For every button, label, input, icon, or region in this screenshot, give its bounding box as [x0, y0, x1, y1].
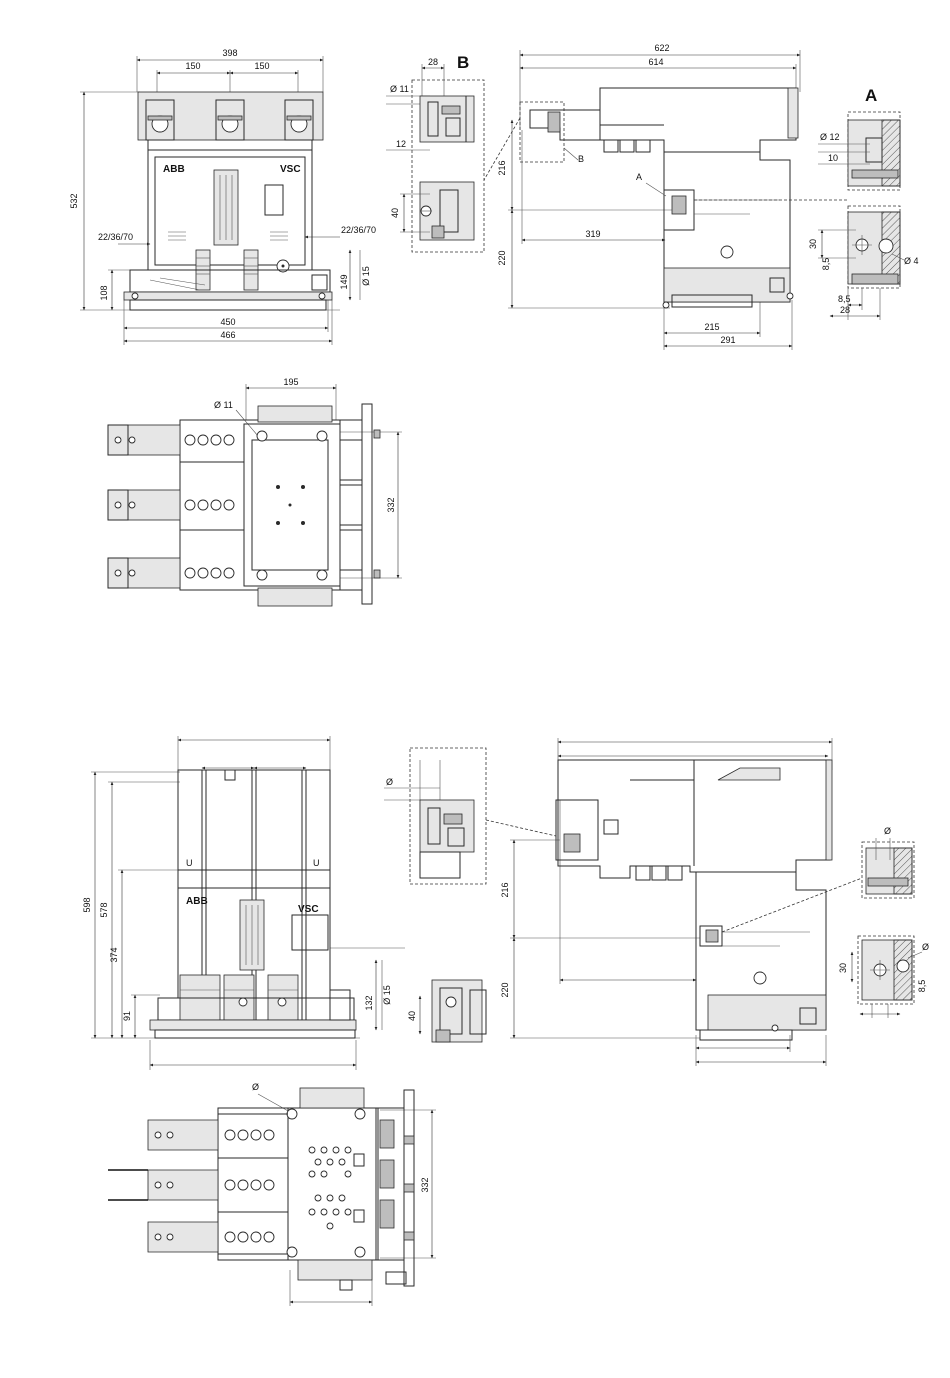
detail-b-offset: 12 — [396, 139, 406, 149]
dim-length-body: 614 — [648, 57, 663, 67]
logo-brand: ABB — [163, 164, 185, 175]
top-side-view: 622 614 216 220 319 215 291 — [484, 43, 848, 350]
detail-b-diameter: Ø 11 — [390, 84, 409, 94]
bottom-marker-u-left: U — [186, 858, 193, 868]
dim-height-overall: 532 — [69, 193, 79, 208]
detail-a-dim-8-5-left: 8,5 — [821, 258, 831, 271]
dim-depth-291: 291 — [720, 335, 735, 345]
dim-hole-diameter: Ø 15 — [361, 266, 371, 286]
dim-height-lower: 220 — [497, 250, 507, 265]
bottom-detail-a-dim-8-5: 8,5 — [917, 980, 927, 993]
detail-a-dim-28: 28 — [840, 305, 850, 315]
bottom-side-view: 216 220 — [500, 738, 862, 1066]
logo-model-bottom: VSC — [298, 904, 319, 915]
dim-hole-diameter-bottom: Ø 15 — [382, 985, 392, 1005]
bottom-detail-a-diameter-top: Ø — [884, 826, 891, 836]
bottom-detail-b-height: 40 — [407, 1011, 417, 1021]
top-detail-a: A Ø 12 10 30 8,5 Ø 4 8,5 28 — [808, 86, 919, 320]
plan-terminal-arms — [108, 425, 180, 588]
bottom-detail-a: Ø 30 Ø 8,5 — [838, 826, 929, 1018]
bottom-detail-b-diameter: Ø — [386, 777, 393, 787]
dim-side-left: 22/36/70 — [98, 232, 133, 242]
dim-pitch-left: 150 — [185, 61, 200, 71]
bottom-front-view: 598 578 374 91 132 Ø 15 U U ABB VSC — [82, 736, 405, 1070]
detail-a-diameter-12: Ø 12 — [820, 132, 840, 142]
detail-a-dim-8-5-bottom: 8,5 — [838, 294, 851, 304]
dim-length-overall: 622 — [654, 43, 669, 53]
bottom-plan-hole-matrix — [309, 1147, 351, 1229]
callout-a: A — [636, 172, 642, 182]
dim-height-91: 91 — [122, 1011, 132, 1021]
bottom-dim-height-lower: 220 — [500, 982, 510, 997]
bottom-detail-b: Ø 40 — [384, 748, 556, 1042]
dim-pitch-right: 150 — [254, 61, 269, 71]
dim-overall-width: 466 — [220, 330, 235, 340]
detail-b-height: 40 — [390, 208, 400, 218]
plan-diameter: Ø 11 — [214, 400, 233, 410]
bottom-plan-view: Ø 332 — [108, 1082, 436, 1306]
bottom-plan-terminal-arms — [108, 1120, 218, 1252]
top-plan-view: 195 Ø 11 332 — [108, 377, 402, 606]
detail-label-b: B — [457, 53, 469, 72]
plan-height: 332 — [386, 497, 396, 512]
top-detail-b: B 28 Ø 11 12 40 — [386, 53, 484, 252]
dim-base-height: 108 — [99, 285, 109, 300]
detail-a-diameter-4: Ø 4 — [904, 256, 919, 266]
plan-width: 195 — [283, 377, 298, 387]
bottom-marker-u-right: U — [313, 858, 320, 868]
dim-depth-319: 319 — [585, 229, 600, 239]
detail-label-a: A — [865, 86, 877, 105]
callout-b: B — [578, 154, 584, 164]
dim-height-149: 149 — [339, 274, 349, 289]
dim-height-374: 374 — [109, 947, 119, 962]
bottom-plan-hole-rows — [225, 1130, 274, 1242]
bottom-dim-height-upper: 216 — [500, 882, 510, 897]
dim-base-width: 450 — [220, 317, 235, 327]
logo-brand-bottom: ABB — [186, 896, 208, 907]
bottom-plan-height: 332 — [420, 1177, 430, 1192]
top-front-view: 398 150 150 532 108 450 466 22/36/70 22/… — [69, 48, 376, 345]
logo-model: VSC — [280, 164, 301, 175]
bottom-detail-a-dim-30: 30 — [838, 963, 848, 973]
dim-width-overall: 398 — [222, 48, 237, 58]
dim-height-upper: 216 — [497, 160, 507, 175]
detail-a-dim-10: 10 — [828, 153, 838, 163]
dim-height-598: 598 — [82, 897, 92, 912]
bottom-plan-diameter: Ø — [252, 1082, 259, 1092]
detail-b-width: 28 — [428, 57, 438, 67]
dim-side-right: 22/36/70 — [341, 225, 376, 235]
dim-height-132: 132 — [364, 995, 374, 1010]
plan-hole-rows — [185, 435, 234, 578]
bottom-detail-a-diameter-right: Ø — [922, 942, 929, 952]
dim-height-578: 578 — [99, 902, 109, 917]
dim-depth-215: 215 — [704, 322, 719, 332]
detail-a-dim-30: 30 — [808, 239, 818, 249]
